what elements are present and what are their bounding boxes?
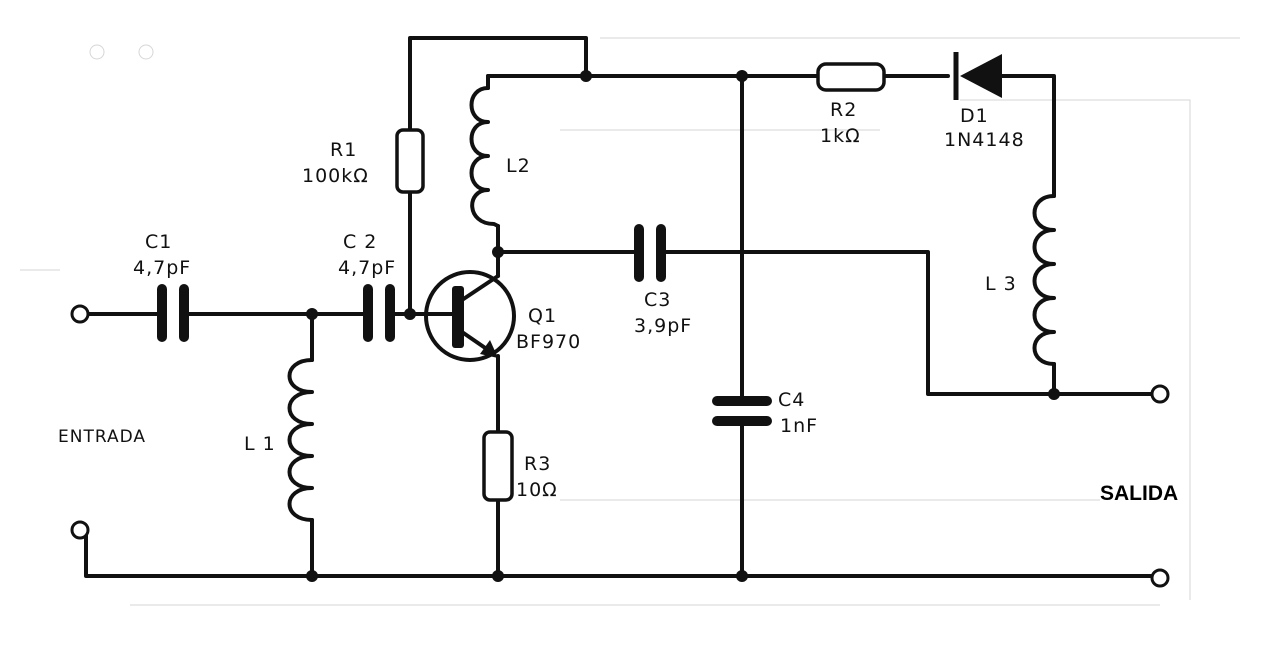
r3-value: 10Ω	[516, 479, 558, 501]
junction-dot	[404, 308, 416, 320]
d1-ref: D1	[960, 105, 989, 127]
r1-ref: R1	[330, 139, 357, 161]
junction-dot	[306, 308, 318, 320]
r2-value: 1kΩ	[820, 125, 861, 147]
salida-label: SALIDA	[1100, 482, 1178, 505]
capacitor-c3	[634, 224, 666, 282]
terminals	[70, 304, 1170, 588]
junction-dot	[1048, 388, 1060, 400]
input-terminal-bottom	[70, 520, 90, 540]
inductor-l1	[287, 358, 314, 522]
wires	[84, 36, 1154, 578]
d1-value: 1N4148	[944, 129, 1025, 151]
l2-ref: L2	[506, 155, 531, 177]
capacitor-c2	[363, 284, 395, 342]
c1-ref: C1	[145, 231, 172, 253]
c3-ref: C3	[644, 289, 671, 311]
l1-ref: L 1	[244, 433, 276, 455]
junctions	[306, 70, 1060, 582]
diode-d1	[953, 52, 1002, 100]
input-terminal-top	[70, 304, 90, 324]
output-terminal-top	[1150, 384, 1170, 404]
l3-ref: L 3	[985, 273, 1017, 295]
c1-value: 4,7pF	[133, 257, 191, 279]
inductor-l3	[1032, 194, 1056, 366]
capacitor-c4	[712, 396, 772, 426]
c2-value: 4,7pF	[338, 257, 396, 279]
capacitor-c1	[157, 284, 189, 342]
junction-dot	[492, 246, 504, 258]
r2-ref: R2	[830, 99, 857, 121]
output-terminal-bottom	[1150, 568, 1170, 588]
entrada-label: ENTRADA	[58, 427, 146, 447]
resistor-r2	[816, 62, 886, 92]
junction-dot	[736, 570, 748, 582]
resistor-r3	[482, 430, 514, 502]
junction-dot	[492, 570, 504, 582]
c4-value: 1nF	[780, 415, 818, 437]
r3-ref: R3	[524, 453, 551, 475]
junction-dot	[306, 570, 318, 582]
transistor-q1	[423, 270, 516, 362]
r1-value: 100kΩ	[302, 165, 369, 187]
c4-ref: C4	[778, 389, 805, 411]
q1-value: BF970	[516, 331, 581, 353]
q1-ref: Q1	[528, 305, 557, 327]
resistor-r1	[395, 128, 425, 194]
inductor-l2	[469, 86, 500, 228]
c2-ref: C 2	[343, 231, 377, 253]
junction-dot	[736, 70, 748, 82]
background-noise	[20, 37, 1240, 606]
junction-dot	[580, 70, 592, 82]
labels: C1 4,7pF C 2 4,7pF R1 100kΩ L2 R2 1kΩ D1…	[58, 99, 1178, 505]
c3-value: 3,9pF	[634, 315, 692, 337]
